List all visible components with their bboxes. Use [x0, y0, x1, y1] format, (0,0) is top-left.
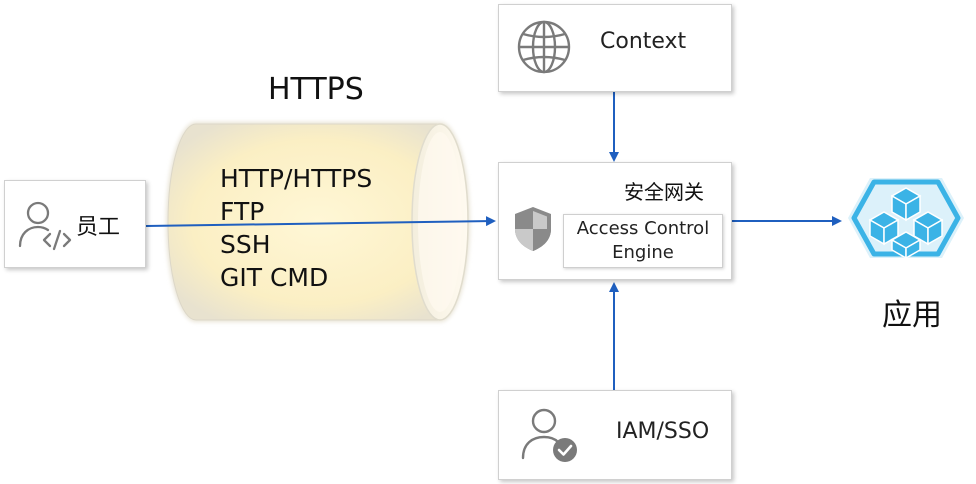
cube-cluster-icon [848, 178, 964, 260]
protocol-item: GIT CMD [220, 263, 329, 292]
iam-sso-box [498, 390, 732, 480]
protocol-list: HTTP/HTTPS FTP SSH GIT CMD [220, 162, 372, 294]
protocol-item: HTTP/HTTPS [220, 164, 373, 193]
protocol-item: FTP [220, 197, 265, 226]
protocol-item: SSH [220, 230, 271, 259]
user-check-icon [521, 408, 577, 462]
access-control-engine-box: Access Control Engine [563, 214, 723, 268]
employee-label: 员工 [76, 215, 121, 240]
developer-user-icon [18, 201, 72, 251]
engine-label-line2: Engine [612, 242, 674, 263]
iam-sso-label: IAM/SSO [616, 419, 710, 444]
globe-icon [517, 20, 571, 74]
security-gateway-title: 安全网关 [624, 180, 704, 204]
context-label: Context [600, 29, 687, 54]
shield-icon [515, 207, 551, 251]
application-label: 应用 [882, 298, 942, 333]
engine-label-line1: Access Control [576, 218, 710, 239]
employee-box [4, 180, 146, 268]
https-tunnel-title: HTTPS [268, 72, 364, 107]
arrow-employee-to-gateway [145, 216, 496, 227]
